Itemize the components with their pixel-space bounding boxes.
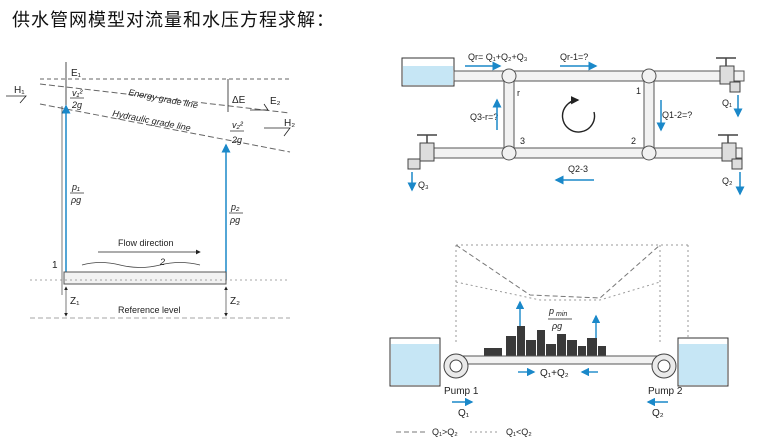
pmin-sub: min [556,311,567,318]
reference-level-label: Reference level [118,305,181,315]
hydraulic-grade-line [39,103,291,153]
legend-2: Q₁<Q₂ [506,427,532,437]
legend-1: Q₁>Q₂ [432,427,458,437]
p2-den: ρg [229,215,240,225]
faucet-q1 [716,57,741,93]
q3-label: Q₃ [418,180,429,190]
energy-diagram: E₁ H₁ v₁² 2g Energy grade line Hydraulic… [6,62,295,319]
pump-q1-label: Q₁ [458,408,470,419]
energy-grade-line [39,83,291,114]
loop-diagram: Qr= Q₁+Q₂+Q₃ Qr-1=? Q3-r=? Q1-2=? Q2-3 Q… [401,52,745,196]
e1-label: E₁ [71,68,82,79]
q-sum-label: Q₁+Q₂ [540,368,569,379]
node-1-label: 1 [636,86,641,96]
p1-den: ρg [70,195,81,205]
streamline-label: 2 [159,257,165,267]
riser-1 [643,75,655,155]
circulation-arrow [561,96,596,133]
node-3-label: 3 [520,136,525,146]
e2-label: E₂ [270,96,281,107]
faucet-q2 [718,134,743,170]
v2-num: v₂² [232,120,244,130]
q-23-label: Q2-3 [568,164,588,174]
q2-label: Q₂ [722,176,733,186]
delta-e-label: ΔE [232,95,246,106]
pump-q2-label: Q₂ [652,408,664,419]
flow-direction-label: Flow direction [118,238,174,248]
p1-num: p₁ [71,182,80,192]
z2-label: Z₂ [230,296,240,307]
pmin-num: p [548,306,554,316]
pump-diagram: p min ρg Q₁+Q₂ Pu [389,244,729,437]
main-pipe [455,355,665,365]
pump-2-label: Pump 2 [648,386,683,397]
h2-label: H₂ [284,118,295,129]
q-12-label: Q1-2=? [662,110,692,120]
q1-label: Q₁ [722,98,732,108]
pump-1-label: Pump 1 [444,386,479,397]
pmin-den: ρg [551,321,562,331]
point-1-label: 1 [52,260,58,271]
bottom-pipe [419,147,743,159]
h1-label: H₁ [14,85,25,96]
v2-den: 2g [231,135,242,145]
page-title: 供水管网模型对流量和水压方程求解： [12,10,335,31]
v1-num: v₁² [72,88,83,98]
faucet-q3 [407,134,437,170]
node-r-label: r [517,88,520,98]
node-2-label: 2 [631,136,636,146]
q-3r-label: Q3-r=? [470,112,498,122]
v1-den: 2g [71,100,82,110]
hydraulic-grade-line-label: Hydraulic grade line [112,108,192,133]
riser-r [503,75,515,155]
q-r1-label: Qr-1=? [560,52,588,62]
p2-num: p₂ [230,202,240,212]
energy-pipe [63,271,227,285]
z1-label: Z₁ [70,296,80,307]
city-skyline [484,326,606,358]
top-pipe [453,70,745,82]
qin-label: Qr= Q₁+Q₂+Q₃ [468,52,528,62]
energy-grade-line-label: Energy grade line [128,87,199,110]
